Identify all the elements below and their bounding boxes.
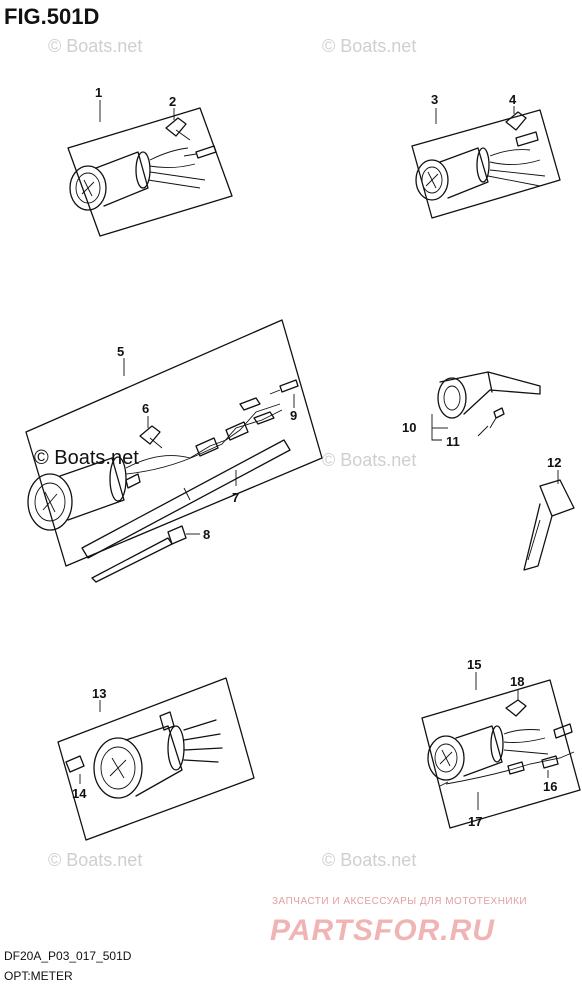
part-number-5: 5 [117,344,124,359]
watermark: © Boats.net [322,36,416,56]
part-number-8: 8 [203,527,210,542]
part-number-11: 11 [446,434,460,449]
shop-watermark-line: ЗАПЧАСТИ И АКСЕССУАРЫ ДЛЯ МОТОТЕХНИКИ [272,896,527,907]
group-5-kit [25,319,323,583]
group-10-bracket [431,371,541,441]
figure-title: FIG.501D [4,4,99,29]
part-number-6: 6 [142,401,149,416]
part-number-10: 10 [402,420,416,435]
part-12-holder [523,470,575,571]
group-1-kit [67,100,233,237]
figure-code: DF20A_P03_017_501D [4,949,132,963]
shop-watermark-logo: PARTSFOR.RU [270,914,495,947]
part-number-2: 2 [169,94,176,109]
part-number-15: 15 [467,657,481,672]
watermark: © Boats.net [322,450,416,470]
group-15-kit [421,672,581,829]
part-number-14: 14 [72,786,87,801]
watermark: © Boats.net [322,850,416,870]
watermark: © Boats.net [48,850,142,870]
group-13-kit [57,677,255,841]
part-number-16: 16 [543,779,557,794]
part-number-1: 1 [95,85,102,100]
part-number-9: 9 [290,408,297,423]
part-number-18: 18 [510,674,524,689]
watermark-dark: © Boats.net [34,447,139,469]
group-3-kit [411,106,561,219]
part-number-4: 4 [509,92,517,107]
watermark: © Boats.net [48,36,142,56]
figure-caption: OPT:METER [4,969,73,983]
part-number-13: 13 [92,686,106,701]
part-number-3: 3 [431,92,438,107]
part-number-12: 12 [547,455,561,470]
part-number-7: 7 [232,490,239,505]
part-number-17: 17 [468,814,482,829]
